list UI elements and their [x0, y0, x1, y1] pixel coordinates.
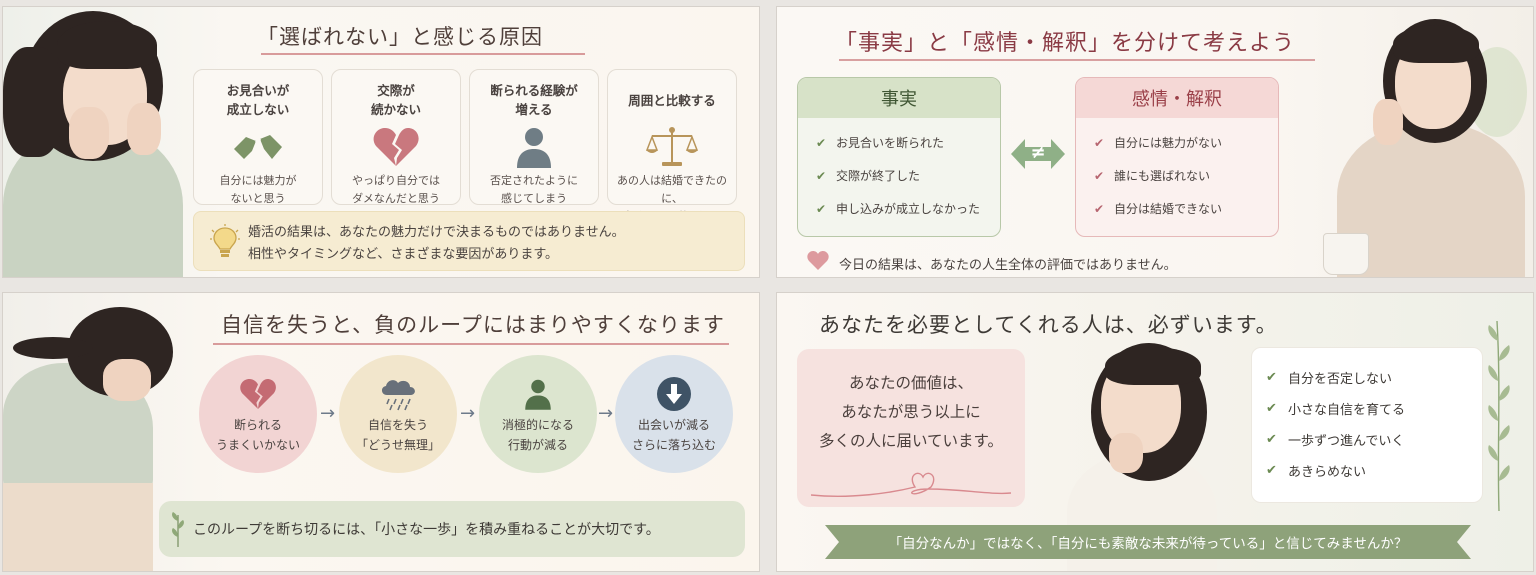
person-icon: [523, 373, 553, 415]
leaf-icon: [169, 511, 187, 551]
broken-hands-icon: [194, 122, 322, 172]
note-text: 婚活の結果は、あなたの魅力だけで決まるものではありません。 相性やタイミングなど…: [248, 222, 625, 266]
heart-line-icon: [811, 472, 1011, 497]
cause-description: 自分には魅力が ないと思う: [219, 174, 297, 205]
rain-cloud-icon: [379, 373, 417, 415]
cause-description: 否定されたように 感じてしまう: [490, 174, 578, 205]
feeling-item-text: 自分には魅力がない: [1114, 136, 1223, 150]
loop-step: 自信を失う 「どうせ無理」: [339, 355, 457, 473]
down-arrow-icon: [656, 373, 692, 415]
sad-woman-illustration: [3, 293, 183, 571]
check-icon: ✔: [816, 168, 827, 183]
value-message: あなたの価値は、 あなたが思う以上に 多くの人に届いています。: [819, 374, 1003, 450]
loop-step-text: 消極的になる 行動が減る: [501, 418, 574, 452]
title-underline: [213, 343, 729, 345]
feeling-column: 感情・解釈 ✔ 自分には魅力がない ✔ 誰にも選ばれない ✔ 自分は結婚できない: [1075, 77, 1279, 237]
leaf-branch-icon: [1477, 320, 1521, 515]
check-icon: ✔: [1094, 135, 1105, 150]
cause-heading: 周囲と比較する: [628, 92, 716, 108]
check-icon: ✔: [816, 201, 827, 216]
broken-heart-icon: [332, 122, 460, 172]
feeling-item: ✔ 自分は結婚できない: [1076, 192, 1278, 225]
loop-banner: このループを断ち切るには、「小さな一歩」を積み重ねることが大切です。: [159, 501, 745, 557]
cause-card: お見合いが 成立しない 自分には魅力が ないと思う: [193, 69, 323, 205]
feeling-item: ✔ 自分には魅力がない: [1076, 126, 1278, 159]
note-box: 婚活の結果は、あなたの魅力だけで決まるものではありません。 相性やタイミングなど…: [193, 211, 745, 271]
footer-message: 今日の結果は、あなたの人生全体の評価ではありません。: [807, 251, 1177, 275]
panel-negative-loop: 自信を失うと、負のループにはまりやすくなります 断られる うまくいかない → 自…: [2, 292, 760, 572]
check-icon: ✔: [816, 135, 827, 150]
checklist: ✔ 自分を否定しない ✔ 小さな自信を育てる ✔ 一歩ずつ進んでいく ✔ あきらめない: [1251, 347, 1483, 503]
checklist-text: 一歩ずつ進んでいく: [1288, 434, 1405, 449]
value-message-box: あなたの価値は、 あなたが思う以上に 多くの人に届いています。: [797, 349, 1025, 507]
fact-item: ✔ 申し込みが成立しなかった: [798, 192, 1000, 225]
loop-step-text: 断られる うまくいかない: [215, 418, 300, 452]
cause-card: 断られる経験が 増える 否定されたように 感じてしまう: [469, 69, 599, 205]
arrow-right-icon: →: [460, 403, 476, 424]
cause-card: 周囲と比較する あの人は結婚できたのに、 自分は…と落ち込む: [607, 69, 737, 223]
fact-item-text: 申し込みが成立しなかった: [836, 202, 981, 216]
feeling-item: ✔ 誰にも選ばれない: [1076, 159, 1278, 192]
check-icon: ✔: [1094, 168, 1105, 183]
checklist-item: ✔ 自分を否定しない: [1252, 362, 1482, 393]
ribbon-text: 「自分なんか」ではなく、「自分にも素敵な未来が待っている」と信じてみませんか？: [888, 536, 1408, 552]
title-underline: [261, 53, 585, 55]
heart-icon: [807, 251, 829, 275]
checklist-item: ✔ 一歩ずつ進んでいく: [1252, 424, 1482, 455]
fact-item: ✔ 交際が終了した: [798, 159, 1000, 192]
thinking-woman-illustration: [1317, 7, 1533, 277]
fact-item-text: お見合いを断られた: [836, 136, 945, 150]
cause-description: やっぱり自分では ダメなんだと思う: [352, 174, 440, 205]
loop-step: 断られる うまくいかない: [199, 355, 317, 473]
cause-card: 交際が 続かない やっぱり自分では ダメなんだと思う: [331, 69, 461, 205]
arrow-right-icon: →: [320, 403, 336, 424]
check-icon: ✔: [1266, 401, 1277, 416]
cause-heading: お見合いが 成立しない: [226, 83, 290, 117]
loop-step-text: 出会いが減る さらに落ち込む: [631, 418, 716, 452]
panel-causes: 「選ばれない」と感じる原因 お見合いが 成立しない 自分には魅力が ないと思う …: [2, 6, 760, 278]
checklist-item: ✔ あきらめない: [1252, 455, 1482, 486]
feeling-item-text: 自分は結婚できない: [1114, 202, 1223, 216]
broken-heart-icon: [239, 373, 277, 415]
section-title: 「事実」と「感情・解釈」を分けて考えよう: [835, 31, 1296, 56]
checklist-text: あきらめない: [1288, 465, 1367, 480]
cause-heading: 断られる経験が 増える: [490, 83, 578, 117]
fact-heading: 事実: [798, 78, 1000, 118]
note-line-1: 婚活の結果は、あなたの魅力だけで決まるものではありません。: [248, 225, 625, 240]
check-icon: ✔: [1266, 370, 1277, 385]
fact-item: ✔ お見合いを断られた: [798, 126, 1000, 159]
person-icon: [470, 122, 598, 172]
footer-text: 今日の結果は、あなたの人生全体の評価ではありません。: [839, 257, 1177, 273]
section-title: あなたを必要としてくれる人は、必ずいます。: [819, 313, 1278, 337]
worried-woman-illustration: [3, 7, 188, 277]
lightbulb-icon: [210, 224, 240, 264]
loop-banner-text: このループを断ち切るには、「小さな一歩」を積み重ねることが大切です。: [193, 522, 660, 538]
scales-icon: [608, 122, 736, 172]
arrow-right-icon: →: [598, 403, 614, 424]
ribbon-banner: 「自分なんか」ではなく、「自分にも素敵な未来が待っている」と信じてみませんか？: [825, 525, 1471, 559]
check-icon: ✔: [1094, 201, 1105, 216]
section-title: 自信を失うと、負のループにはまりやすくなります: [221, 313, 725, 337]
loop-step: 出会いが減る さらに落ち込む: [615, 355, 733, 473]
panel-encouragement: あなたを必要としてくれる人は、必ずいます。 あなたの価値は、 あなたが思う以上に…: [776, 292, 1534, 572]
title-underline: [839, 59, 1315, 61]
cause-heading: 交際が 続かない: [370, 83, 421, 117]
checklist-text: 小さな自信を育てる: [1288, 403, 1406, 418]
check-icon: ✔: [1266, 463, 1277, 478]
loop-step-text: 自信を失う 「どうせ無理」: [355, 418, 440, 452]
fact-column: 事実 ✔ お見合いを断られた ✔ 交際が終了した ✔ 申し込みが成立しなかった: [797, 77, 1001, 237]
not-equal-symbol: ≠: [1030, 142, 1046, 163]
not-equal-icon: ≠: [1011, 137, 1065, 171]
panel-fact-vs-feeling: 「事実」と「感情・解釈」を分けて考えよう 事実 ✔ お見合いを断られた ✔ 交際が終…: [776, 6, 1534, 278]
check-icon: ✔: [1266, 432, 1277, 447]
loop-step: 消極的になる 行動が減る: [479, 355, 597, 473]
section-title: 「選ばれない」と感じる原因: [257, 25, 543, 49]
feeling-item-text: 誰にも選ばれない: [1114, 169, 1211, 183]
fact-item-text: 交際が終了した: [836, 169, 921, 183]
note-line-2: 相性やタイミングなど、さまざまな要因があります。: [248, 247, 559, 262]
feeling-heading: 感情・解釈: [1076, 78, 1278, 118]
checklist-text: 自分を否定しない: [1288, 372, 1393, 387]
checklist-item: ✔ 小さな自信を育てる: [1252, 393, 1482, 424]
